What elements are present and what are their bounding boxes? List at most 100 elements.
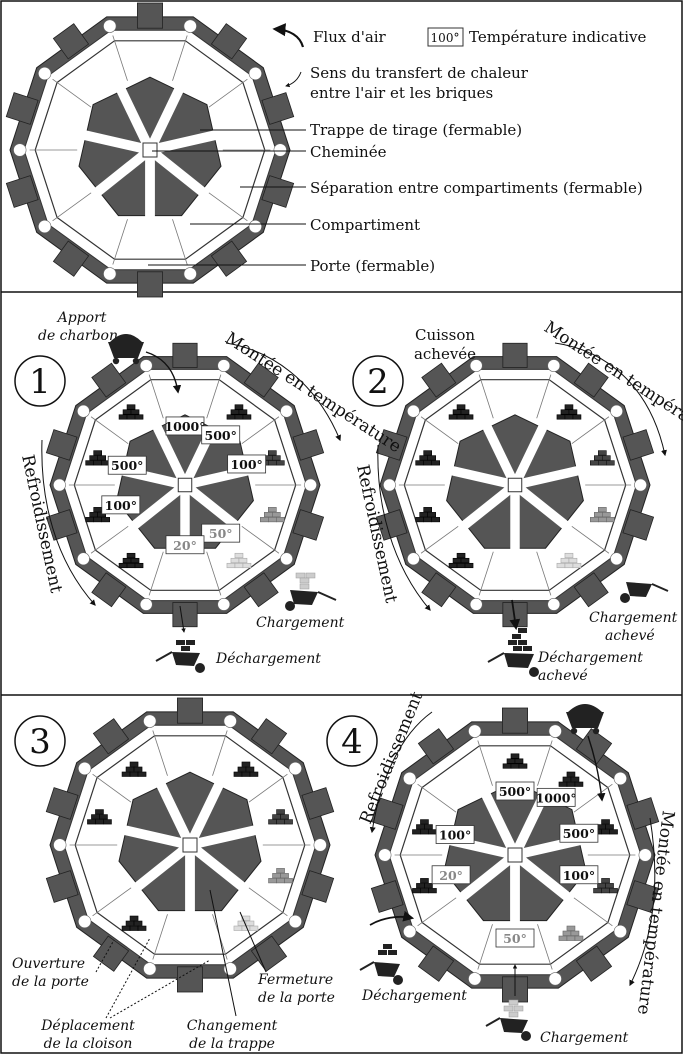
kiln-stage-1: 1000°500°500°100°100°50°20° — [45, 342, 325, 628]
legend-heat-transfer-1: Sens du transfert de chaleur — [310, 64, 529, 82]
door — [469, 598, 483, 611]
brick — [568, 409, 578, 415]
brick — [238, 557, 248, 564]
temp-label: 1000° — [536, 790, 577, 805]
door — [38, 66, 52, 81]
buttress — [575, 728, 613, 765]
door — [38, 219, 52, 234]
door — [378, 848, 392, 862]
buttress — [243, 572, 279, 608]
brick — [420, 888, 429, 894]
brick — [566, 935, 576, 941]
brick — [606, 460, 615, 466]
kiln-stage-3 — [45, 697, 335, 993]
door — [53, 838, 67, 852]
temp-label: 1000° — [164, 419, 205, 434]
temp-label: 20° — [173, 538, 197, 553]
brick — [234, 404, 244, 410]
brick — [420, 819, 429, 825]
brick — [428, 888, 437, 894]
brick — [598, 460, 607, 466]
door — [280, 552, 293, 566]
brick — [272, 873, 281, 879]
temp-box — [227, 454, 267, 474]
compartment-divider — [212, 730, 228, 776]
buttress — [301, 787, 335, 820]
brick — [412, 829, 421, 835]
p2-done-1: Cuisson — [415, 326, 475, 344]
compartment-divider — [536, 374, 552, 419]
p4-rising-arrow — [629, 817, 656, 987]
door — [548, 724, 562, 738]
buttress — [622, 429, 655, 461]
p4-loading: Chargement — [540, 1030, 629, 1046]
buttress — [261, 175, 295, 208]
legend-air-flow: Flux d'air — [313, 28, 387, 46]
brick — [130, 557, 140, 564]
temp-label: 500° — [563, 826, 595, 841]
temp-label: 50° — [503, 931, 527, 946]
brick — [272, 455, 281, 461]
temp-label: 500° — [499, 784, 531, 799]
door — [610, 552, 623, 566]
brick — [415, 460, 424, 466]
brick — [456, 562, 466, 569]
door — [407, 404, 420, 418]
brick — [564, 414, 574, 420]
brick — [431, 460, 440, 466]
brick — [415, 517, 424, 523]
brick — [514, 758, 524, 764]
door — [548, 972, 562, 986]
brick — [268, 460, 277, 466]
brick — [427, 455, 436, 461]
brick — [242, 562, 252, 569]
door — [78, 914, 92, 929]
brick — [121, 771, 131, 777]
temp-box — [201, 523, 241, 543]
door — [468, 972, 482, 986]
brick — [133, 920, 143, 926]
p1-cooling-arrow — [41, 439, 96, 606]
chimney — [177, 477, 193, 493]
door — [103, 267, 117, 281]
door — [613, 924, 627, 939]
brick — [93, 460, 102, 466]
temp-box — [495, 781, 535, 801]
flue-channel — [480, 789, 520, 858]
brick — [91, 814, 100, 820]
buttress — [172, 602, 198, 628]
p2-loading-1: Chargement — [589, 610, 678, 626]
brick — [245, 766, 255, 772]
brick — [129, 761, 139, 767]
brick — [448, 414, 458, 420]
door — [183, 19, 197, 33]
brick — [464, 562, 474, 569]
temp-box — [201, 425, 241, 445]
p2-loading-2: achevé — [605, 628, 655, 644]
brick — [268, 450, 277, 456]
compartment-divider — [152, 914, 168, 960]
brick — [137, 771, 147, 777]
kiln-stage-4: 500°1000°100°500°100°20°50° — [370, 707, 660, 1003]
brick — [99, 814, 108, 820]
brick — [137, 925, 147, 931]
brick — [605, 883, 614, 889]
brick — [226, 414, 236, 420]
compartment-divider — [206, 551, 222, 596]
brick — [568, 557, 578, 564]
buttress — [622, 509, 655, 541]
brick — [89, 455, 98, 461]
brick — [460, 409, 470, 415]
door — [288, 761, 302, 776]
brick — [562, 776, 572, 782]
door — [403, 771, 417, 786]
flue-channel — [513, 465, 582, 490]
brick — [419, 455, 428, 461]
brick — [133, 766, 143, 772]
buttress — [502, 342, 528, 368]
brick — [226, 562, 236, 569]
buttress — [172, 342, 198, 368]
buttress — [370, 880, 404, 913]
compartment-divider — [248, 773, 288, 803]
buttress — [5, 175, 39, 208]
